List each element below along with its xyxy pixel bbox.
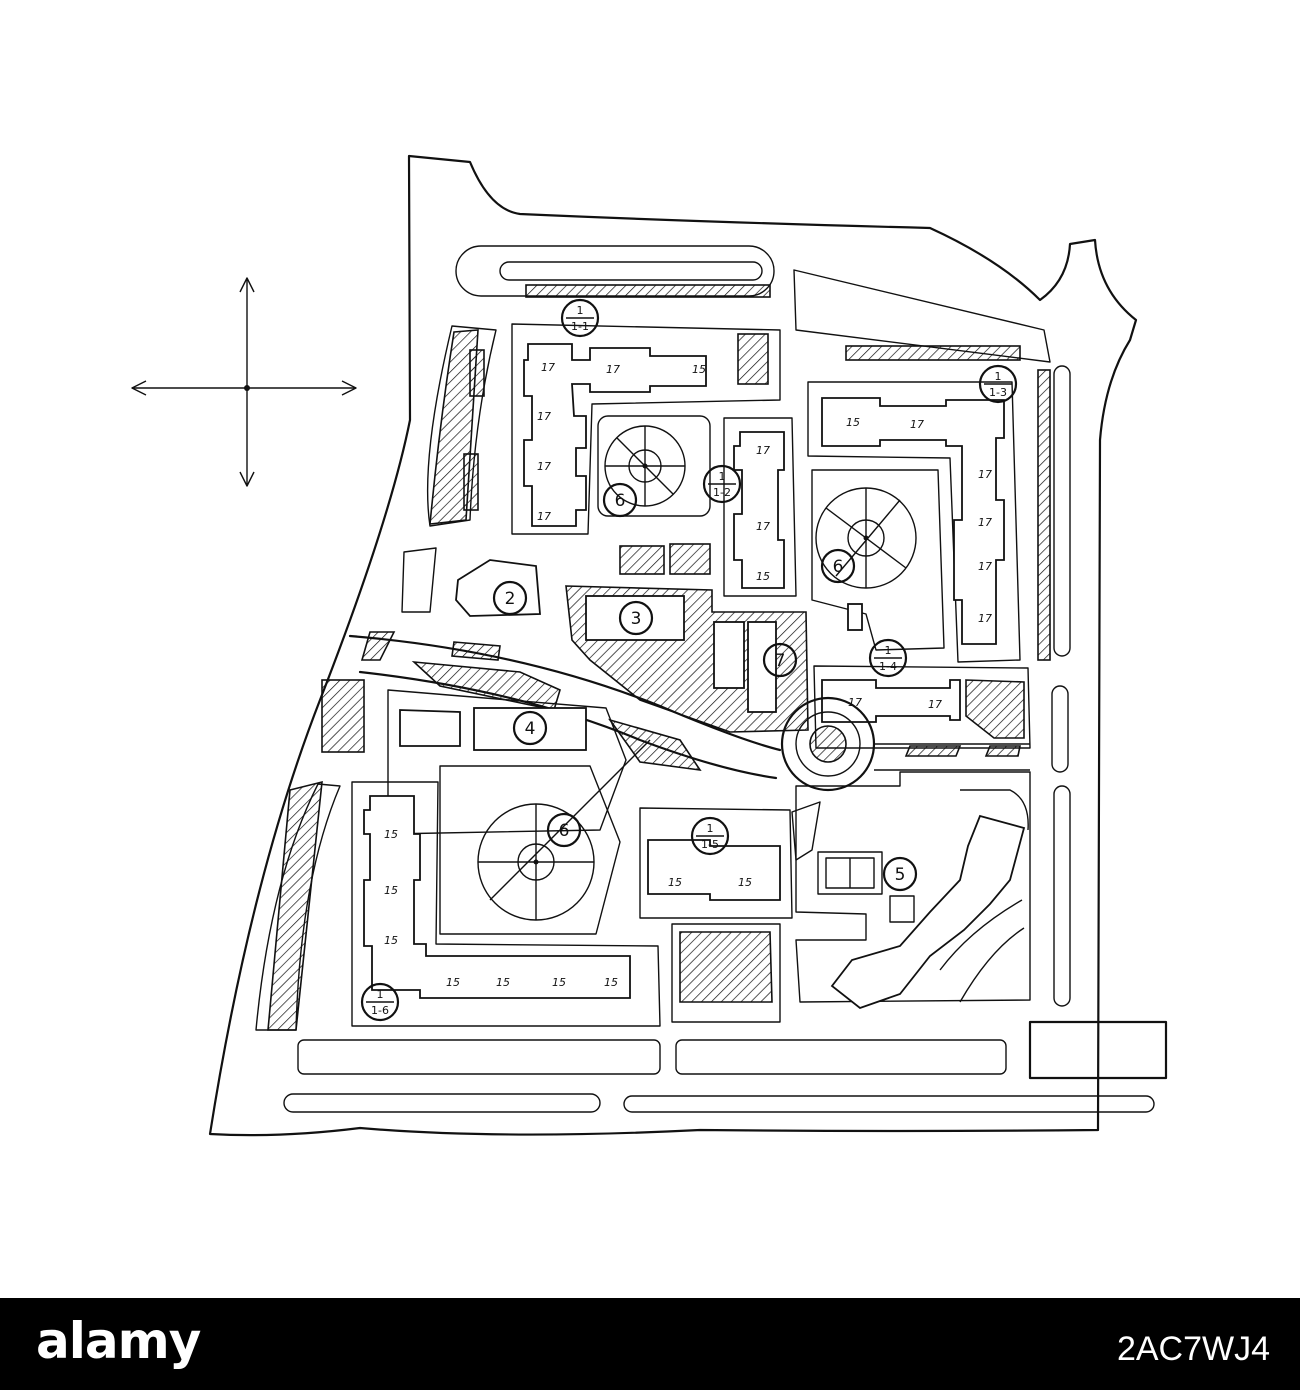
site-boundary xyxy=(208,154,1138,1137)
floor-label: 15 xyxy=(496,976,510,989)
svg-text:1-4: 1-4 xyxy=(879,660,897,673)
block-1-4: 17 17 xyxy=(813,665,1031,749)
svg-text:6: 6 xyxy=(833,557,844,577)
sports-court xyxy=(817,851,915,923)
floor-label: 15 xyxy=(738,876,752,889)
floor-label: 17 xyxy=(537,460,551,473)
facility-marker-6: 6 xyxy=(602,482,638,518)
block-1-2: 17 17 15 xyxy=(723,417,797,597)
facility-marker-2: 2 xyxy=(492,580,528,616)
compass-cross-icon xyxy=(131,277,357,487)
floor-label: 15 xyxy=(384,884,398,897)
block-1-3: 15 17 17 17 17 17 xyxy=(807,381,1021,663)
park-round-garden-right xyxy=(811,469,945,651)
park-round-garden-bottom xyxy=(439,739,651,935)
floor-label: 15 xyxy=(668,876,682,889)
floor-label: 17 xyxy=(541,361,555,374)
svg-text:5: 5 xyxy=(895,865,906,885)
site-plan-map: 17 17 15 17 17 17 17 17 15 15 17 17 17 1… xyxy=(131,154,1168,1137)
floor-label: 15 xyxy=(846,416,860,429)
block-1-1: 17 17 15 17 17 17 xyxy=(511,323,781,535)
floor-label: 17 xyxy=(978,560,992,573)
floor-label: 17 xyxy=(756,520,770,533)
floor-label: 17 xyxy=(606,363,620,376)
svg-text:7: 7 xyxy=(775,651,786,671)
image-code: 2AC7WJ4 xyxy=(1116,1330,1270,1368)
facility-marker-6: 6 xyxy=(820,548,856,584)
svg-text:1-1: 1-1 xyxy=(571,320,589,333)
svg-text:3: 3 xyxy=(631,609,642,629)
floor-label: 17 xyxy=(928,698,942,711)
floor-label: 17 xyxy=(978,516,992,529)
floor-label: 15 xyxy=(756,570,770,583)
floor-label: 17 xyxy=(756,444,770,457)
watermark-footer-bar xyxy=(0,1298,1300,1390)
floor-label: 17 xyxy=(848,696,862,709)
zone-marker-1-6: 1 1-6 xyxy=(360,982,400,1022)
facility-marker-6: 6 xyxy=(546,812,582,848)
svg-text:1: 1 xyxy=(377,988,384,1001)
facility-marker-4: 4 xyxy=(512,710,548,746)
facility-marker-5: 5 xyxy=(882,856,918,892)
block-curved-southeast xyxy=(795,771,1031,1010)
floor-label: 15 xyxy=(384,934,398,947)
svg-text:1-2: 1-2 xyxy=(713,486,731,499)
svg-text:1: 1 xyxy=(577,304,584,317)
svg-text:1-6: 1-6 xyxy=(371,1004,389,1017)
facility-marker-3: 3 xyxy=(618,600,654,636)
svg-text:1: 1 xyxy=(885,644,892,657)
svg-text:1-3: 1-3 xyxy=(989,386,1007,399)
zone-marker-1-1: 1 1-1 xyxy=(560,298,600,338)
floor-label: 15 xyxy=(552,976,566,989)
floor-label: 15 xyxy=(604,976,618,989)
facility-marker-7: 7 xyxy=(762,642,798,678)
svg-text:1-5: 1-5 xyxy=(701,838,719,851)
floor-label: 15 xyxy=(446,976,460,989)
block-1-6: 15 15 15 15 15 15 15 xyxy=(351,781,661,1027)
svg-text:1: 1 xyxy=(719,470,726,483)
floor-label: 15 xyxy=(384,828,398,841)
floor-label: 17 xyxy=(978,468,992,481)
svg-text:2: 2 xyxy=(505,589,516,609)
svg-text:4: 4 xyxy=(525,719,536,739)
block-1-5: 15 15 xyxy=(639,807,793,919)
svg-text:1: 1 xyxy=(995,370,1002,383)
roundabout xyxy=(780,696,876,792)
zone-marker-1-2: 1 1-2 xyxy=(702,464,742,504)
zone-marker-1-5: 1 1-5 xyxy=(690,816,730,856)
floor-label: 17 xyxy=(910,418,924,431)
park-round-garden-top xyxy=(597,415,711,517)
floor-label: 17 xyxy=(537,510,551,523)
zone-marker-1-4: 1 1-4 xyxy=(868,638,908,678)
floor-label: 17 xyxy=(537,410,551,423)
floor-label: 15 xyxy=(692,363,706,376)
svg-text:6: 6 xyxy=(559,821,570,841)
floor-label: 17 xyxy=(978,612,992,625)
watermark-logo: alamy xyxy=(36,1312,201,1370)
svg-text:1: 1 xyxy=(707,822,714,835)
zone-marker-1-3: 1 1-3 xyxy=(978,364,1018,404)
svg-text:6: 6 xyxy=(615,491,626,511)
